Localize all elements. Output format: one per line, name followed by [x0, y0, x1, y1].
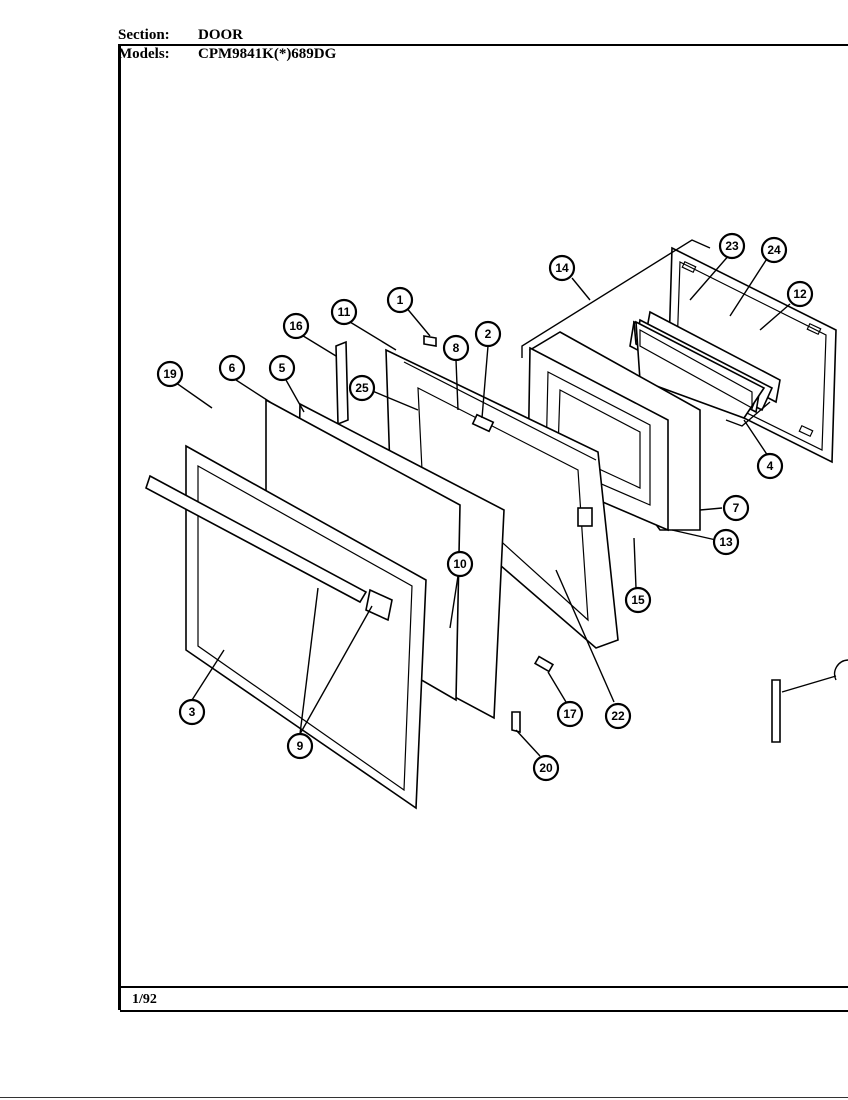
section-value: DOOR	[198, 27, 243, 43]
callout-label: 12	[793, 287, 807, 301]
callout-label: 3	[189, 705, 196, 719]
callout-label: 2	[485, 327, 492, 341]
callout-2: 2	[474, 320, 502, 348]
part-screw-1	[423, 335, 437, 347]
callout-label: 4	[767, 459, 774, 473]
part-glass-pack	[629, 310, 781, 419]
footer-date: 1/92	[132, 992, 157, 1007]
diagram-header: Section: DOOR Models: CPM9841K(*)689DG	[118, 26, 848, 64]
callout-label: 20	[539, 761, 553, 775]
callout-label: 13	[719, 535, 733, 549]
callout-17: 17	[556, 700, 584, 728]
callout-leaders	[171, 253, 791, 757]
callout-6: 6	[218, 354, 246, 382]
callout-label: 24	[767, 243, 781, 257]
callout-13: 13	[712, 528, 740, 556]
callout-5: 5	[268, 354, 296, 382]
callout-8: 8	[442, 334, 470, 362]
callout-24: 24	[760, 236, 788, 264]
callout-label: 16	[289, 319, 303, 333]
callout-label: 5	[279, 361, 286, 375]
footer-bottom-divider	[120, 1010, 848, 1012]
part-outer-door-frame	[145, 444, 427, 810]
models-label: Models:	[118, 46, 170, 62]
diagram-frame	[118, 44, 848, 1010]
callout-22: 22	[604, 702, 632, 730]
callout-label: 23	[725, 239, 739, 253]
callout-23: 23	[718, 232, 746, 260]
callout-label: 15	[631, 593, 645, 607]
part-glass-bracket	[725, 401, 771, 427]
callout-25: 25	[348, 374, 376, 402]
callout-label: 7	[733, 501, 740, 515]
callout-label: 6	[229, 361, 236, 375]
callout-label: 10	[453, 557, 467, 571]
callout-9: 9	[286, 732, 314, 760]
callout-label: 25	[355, 381, 369, 395]
part-hinge-strip	[335, 340, 349, 426]
callout-12: 12	[786, 280, 814, 308]
part-bracket-20	[511, 711, 521, 734]
callout-label: 8	[453, 341, 460, 355]
callout-4: 4	[756, 452, 784, 480]
part-hinge-right	[771, 679, 781, 743]
section-label: Section:	[118, 27, 170, 43]
models-row: Models: CPM9841K(*)689DG	[118, 45, 848, 64]
callout-14: 14	[548, 254, 576, 282]
callout-label: 19	[163, 367, 177, 381]
callout-15: 15	[624, 586, 652, 614]
callout-3: 3	[178, 698, 206, 726]
bracket-14	[521, 239, 711, 358]
callout-11: 11	[330, 298, 358, 326]
callout-20: 20	[532, 754, 560, 782]
clipped-callout-leader	[781, 675, 837, 693]
clipped-callout-right	[833, 659, 848, 681]
footer-divider	[120, 986, 848, 988]
callout-label: 1	[397, 293, 404, 307]
part-clip-17	[533, 655, 555, 673]
callout-label: 22	[611, 709, 625, 723]
section-row: Section: DOOR	[118, 26, 848, 45]
callout-label: 14	[555, 261, 569, 275]
callout-19: 19	[156, 360, 184, 388]
callout-label: 17	[563, 707, 577, 721]
models-value: CPM9841K(*)689DG	[198, 46, 337, 62]
callout-label: 11	[338, 305, 351, 319]
callout-label: 9	[297, 739, 304, 753]
callout-10: 10	[446, 550, 474, 578]
page-bottom-rule	[0, 1097, 848, 1098]
callout-16: 16	[282, 312, 310, 340]
callout-7: 7	[722, 494, 750, 522]
callout-1: 1	[386, 286, 414, 314]
